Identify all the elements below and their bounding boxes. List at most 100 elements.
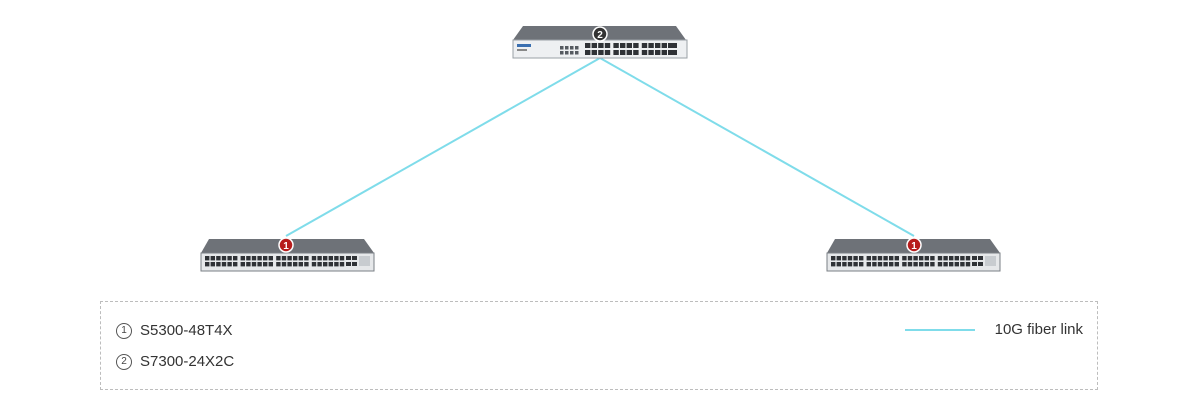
port — [227, 256, 232, 261]
port — [293, 262, 298, 267]
port — [346, 256, 351, 260]
port — [246, 256, 251, 261]
core-switch — [512, 26, 688, 59]
port — [560, 51, 564, 55]
port — [216, 256, 221, 261]
legend-number: 1 — [116, 322, 132, 339]
port — [233, 256, 238, 261]
port — [205, 262, 210, 267]
ethernet-ports — [205, 256, 370, 267]
port — [836, 262, 841, 267]
port — [943, 256, 948, 261]
port — [853, 256, 858, 261]
port — [978, 256, 983, 260]
port — [633, 50, 639, 55]
port — [570, 46, 574, 50]
port — [216, 262, 221, 267]
port — [591, 50, 597, 55]
port — [889, 256, 894, 261]
port — [866, 256, 871, 261]
port — [287, 262, 292, 267]
port — [626, 50, 632, 55]
port — [661, 43, 667, 48]
port — [240, 256, 245, 261]
port — [937, 262, 943, 267]
port — [323, 256, 328, 261]
port — [620, 50, 626, 55]
port — [641, 50, 648, 55]
port — [339, 256, 345, 261]
port — [276, 256, 281, 261]
port — [227, 262, 232, 267]
legend-box: 1 S5300-48T4X 2 S7300-24X2C 10G fiber li… — [100, 301, 1098, 390]
port — [661, 50, 667, 55]
port — [298, 262, 303, 267]
port — [263, 262, 268, 267]
legend-item-link: 10G fiber link — [904, 321, 1083, 338]
port — [919, 262, 924, 267]
port — [965, 262, 971, 267]
port — [251, 262, 257, 267]
port — [847, 256, 853, 261]
port — [311, 256, 317, 261]
port — [949, 262, 954, 267]
port — [560, 46, 564, 50]
port — [847, 262, 853, 267]
port — [853, 262, 858, 267]
port — [960, 256, 965, 261]
port — [883, 262, 888, 267]
port — [978, 262, 983, 266]
legend-label: S7300-24X2C — [140, 353, 235, 370]
port — [565, 46, 569, 50]
port — [620, 43, 626, 48]
port — [598, 43, 604, 48]
port — [604, 50, 611, 55]
port — [598, 50, 604, 55]
port — [960, 262, 965, 267]
device-badge-core: 2 — [592, 26, 608, 42]
port — [263, 256, 268, 261]
svg-text:2: 2 — [597, 30, 603, 41]
port — [842, 262, 847, 267]
port — [317, 262, 322, 267]
port — [268, 256, 273, 261]
port — [668, 43, 677, 48]
port — [894, 256, 899, 261]
port — [281, 262, 287, 267]
port — [972, 256, 977, 260]
port — [339, 262, 345, 267]
svg-text:1: 1 — [283, 241, 289, 252]
port — [907, 256, 913, 261]
port — [641, 43, 648, 48]
fiber-link-swatch — [904, 328, 975, 331]
port — [604, 43, 611, 48]
port — [949, 256, 954, 261]
port — [613, 50, 619, 55]
fiber-link-right — [599, 57, 915, 237]
port — [965, 256, 971, 261]
port — [323, 262, 328, 267]
port — [930, 256, 935, 261]
port — [831, 262, 836, 267]
brand-logo — [517, 44, 531, 47]
port — [585, 43, 591, 48]
port — [943, 262, 948, 267]
port — [937, 256, 943, 261]
sfp-ports — [560, 43, 677, 55]
port — [221, 262, 227, 267]
port — [842, 256, 847, 261]
port — [889, 262, 894, 267]
device-badge-right: 1 — [906, 237, 922, 253]
port — [866, 262, 871, 267]
port — [575, 51, 579, 55]
port — [287, 256, 292, 261]
port — [585, 50, 591, 55]
port — [352, 262, 357, 266]
port — [930, 262, 935, 267]
port — [346, 262, 351, 266]
port — [352, 256, 357, 260]
port — [836, 256, 841, 261]
port — [210, 262, 215, 267]
port — [919, 256, 924, 261]
port — [293, 256, 298, 261]
